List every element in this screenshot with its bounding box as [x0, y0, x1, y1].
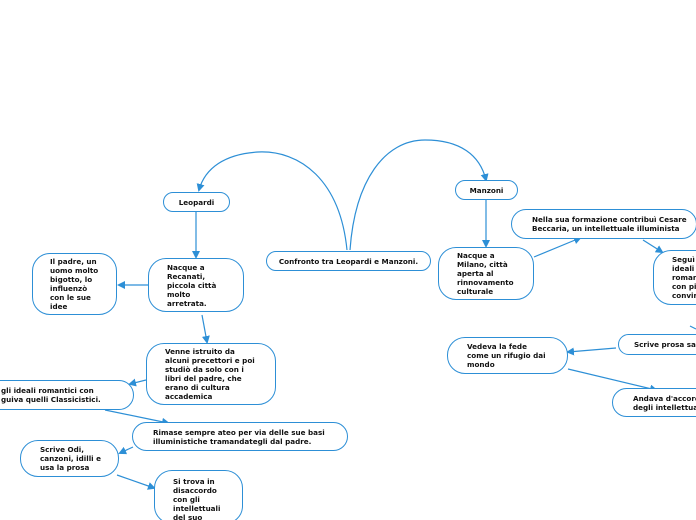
link-saggi-fede — [566, 347, 617, 356]
leopardi-padre-node[interactable]: Il padre, un uomo molto bigotto, lo infl… — [32, 253, 117, 315]
leopardi-disaccordo-text: Si trova in disaccordo con gli intellett… — [173, 477, 221, 520]
leopardi-recanati-node[interactable]: Nacque a Recanati, piccola città molto a… — [148, 258, 244, 312]
manzoni-fede-text: Vedeva la fede come un rifugio dai mondo — [467, 342, 546, 369]
link-recanati-istruito — [201, 314, 210, 344]
manzoni-saggi-text: Scrive prosa sag — [634, 340, 696, 349]
leopardi-topic[interactable]: Leopardi — [163, 192, 230, 212]
link-beccaria-segui — [642, 239, 664, 254]
link-milano-beccaria — [533, 236, 582, 258]
manzoni-topic[interactable]: Manzoni — [455, 180, 518, 200]
leopardi-odi-text: Scrive Odi, canzoni, idilli e usa la pro… — [40, 445, 102, 472]
leopardi-odi-node[interactable]: Scrive Odi, canzoni, idilli e usa la pro… — [20, 440, 119, 477]
leopardi-recanati-text: Nacque a Recanati, piccola città molto a… — [167, 262, 217, 308]
manzoni-fede-node[interactable]: Vedeva la fede come un rifugio dai mondo — [447, 337, 568, 374]
link-istruito-ideali — [128, 378, 147, 387]
manzoni-segui-text: Seguì ideali romar con pi convir — [672, 255, 696, 300]
manzoni-accordo-node[interactable]: Andava d'accord degli intellettuali — [612, 388, 696, 417]
manzoni-beccaria-text: Nella sua formazione contribuì Cesare Be… — [532, 215, 687, 233]
leopardi-ateo-text: Rimase sempre ateo per via delle sue bas… — [153, 427, 325, 446]
central-topic-label: Confronto tra Leopardi e Manzoni. — [278, 256, 419, 266]
manzoni-saggi-node[interactable]: Scrive prosa sag — [618, 334, 696, 355]
link-odi-disaccordo — [116, 474, 156, 490]
link-central-manzoni — [349, 139, 489, 251]
manzoni-beccaria-node[interactable]: Nella sua formazione contribuì Cesare Be… — [511, 209, 696, 239]
leopardi-disaccordo-node[interactable]: Si trova in disaccordo con gli intellett… — [154, 470, 243, 520]
manzoni-accordo-text: Andava d'accord degli intellettuali — [633, 393, 696, 412]
leopardi-istruito-node[interactable]: Venne istruito da alcuni precettori e po… — [146, 343, 276, 405]
leopardi-ateo-node[interactable]: Rimase sempre ateo per via delle sue bas… — [132, 422, 348, 451]
central-topic[interactable]: Confronto tra Leopardi e Manzoni. — [266, 251, 431, 271]
leopardi-padre-text: Il padre, un uomo molto bigotto, lo infl… — [50, 257, 99, 311]
link-offscreen — [689, 325, 696, 330]
manzoni-milano-node[interactable]: Nacque a Milano, città aperta al rinnova… — [438, 247, 534, 300]
link-ideali-ateo — [104, 409, 170, 426]
manzoni-milano-text: Nacque a Milano, città aperta al rinnova… — [457, 251, 514, 296]
leopardi-ideali-node[interactable]: gli ideali romantici con guiva quelli Cl… — [0, 380, 134, 410]
link-ateo-odi — [118, 446, 134, 455]
manzoni-label: Manzoni — [469, 185, 504, 195]
manzoni-segui-node[interactable]: Seguì ideali romar con pi convir — [653, 250, 696, 305]
leopardi-istruito-text: Venne istruito da alcuni precettori e po… — [165, 347, 255, 401]
leopardi-label: Leopardi — [178, 197, 215, 207]
link-fede-accordo — [567, 368, 658, 393]
link-central-leopardi — [196, 151, 348, 251]
leopardi-ideali-text: gli ideali romantici con guiva quelli Cl… — [1, 386, 101, 404]
